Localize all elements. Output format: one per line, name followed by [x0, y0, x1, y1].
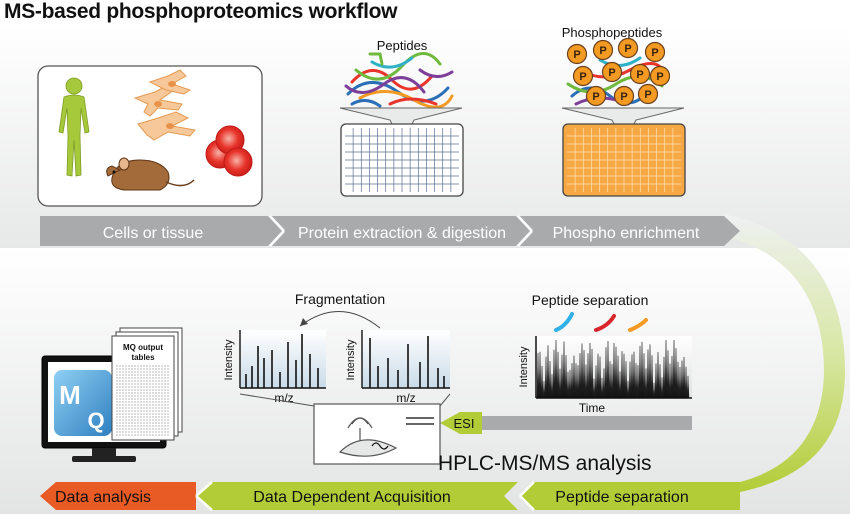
elution-arcs — [554, 312, 648, 332]
phospho-ball: P — [617, 37, 639, 59]
ms2-mz-label: m/z — [396, 391, 415, 405]
phospho-ball: P — [613, 85, 635, 107]
phospho-ball: P — [601, 61, 623, 83]
phospho-mark: P — [599, 45, 606, 57]
return-arrow — [724, 214, 845, 492]
ms2-spectrum-panel — [362, 330, 450, 388]
maxquant-logo — [54, 370, 112, 436]
plate-enriched-grid — [567, 128, 681, 192]
fibroblast-cells-icon — [133, 69, 196, 141]
page-title: MS-based phosphoproteomics workflow — [4, 0, 398, 23]
phospho-ball: P — [637, 83, 659, 105]
phospho-ball: P — [644, 41, 666, 63]
mq-tables-title: tables — [131, 353, 155, 362]
step-label-data-analysis: Data analysis — [55, 489, 151, 506]
phospho-mark: P — [579, 71, 586, 83]
step-cells-or-tissue — [40, 216, 282, 246]
phospho-mark: P — [592, 91, 599, 103]
step-label-dda: Data Dependent Acquisition — [253, 489, 450, 506]
fragmentation-label: Fragmentation — [295, 291, 385, 307]
phospho-mark: P — [644, 89, 651, 101]
step-data-analysis — [40, 482, 196, 510]
ms1-intensity-label: Intensity — [223, 339, 235, 380]
phosphopeptides-label: Phosphopeptides — [562, 25, 663, 40]
fragmentation-arrow — [299, 311, 381, 329]
peptide-separation-label: Peptide separation — [532, 292, 649, 308]
human-figure-icon — [58, 77, 90, 177]
phospho-mark: P — [573, 49, 580, 61]
peptide-strands-icon — [344, 52, 454, 109]
phospho-mark: P — [636, 69, 643, 81]
chromatogram-peaks — [536, 339, 690, 399]
phospho-ball: P — [572, 65, 594, 87]
phospho-mark: P — [608, 67, 615, 79]
phospho-mark: P — [620, 91, 627, 103]
phospho-ball: P — [592, 39, 614, 61]
phospho-mark: P — [656, 71, 663, 83]
phospho-mark: P — [624, 43, 631, 55]
step-phospho-enrichment — [518, 216, 740, 246]
step-label-cells: Cells or tissue — [103, 225, 204, 242]
step-protein-extraction — [270, 216, 530, 246]
plate-grid — [345, 128, 459, 192]
mq-output-title: MQ output — [123, 343, 163, 352]
mq-logo-q: Q — [87, 408, 104, 433]
chromatogram-intensity-label: Intensity — [518, 346, 530, 387]
ms2-intensity-label: Intensity — [345, 339, 357, 380]
connector-left — [239, 393, 315, 407]
red-blood-cells-icon — [205, 125, 253, 177]
phospho-ball: P — [566, 43, 588, 65]
step-label-extraction: Protein extraction & digestion — [298, 225, 506, 242]
connector-right — [439, 393, 451, 407]
ms2-peaks — [369, 336, 445, 388]
mq-output-tables: MQ output tables — [111, 327, 183, 441]
esi-source — [440, 412, 482, 434]
mouse-icon — [106, 157, 195, 191]
step-data-dependent-acquisition — [196, 482, 518, 510]
mq-logo-m: M — [59, 380, 81, 410]
step-label-peptide-separation: Peptide separation — [555, 489, 688, 506]
phospho-ball: P — [585, 85, 607, 107]
orbitrap-icon — [338, 417, 434, 457]
step-label-enrichment: Phospho enrichment — [553, 225, 700, 242]
phospho-ball: P — [629, 63, 651, 85]
peptides-label: Peptides — [377, 38, 428, 53]
top-step-arrows — [40, 215, 740, 247]
hplc-msms-label: HPLC-MS/MS analysis — [438, 452, 652, 475]
esi-label: ESI — [454, 416, 475, 431]
ms1-peaks — [245, 334, 319, 388]
bottom-step-arrows — [40, 481, 740, 511]
ms1-mz-label: m/z — [274, 391, 293, 405]
phospho-mark: P — [651, 47, 658, 59]
ms1-spectrum-panel — [240, 330, 326, 388]
chromatogram-time-label: Time — [579, 401, 606, 415]
phospho-ball: P — [649, 65, 671, 87]
step-peptide-separation — [520, 482, 740, 510]
lc-to-esi-arrow — [478, 416, 692, 430]
